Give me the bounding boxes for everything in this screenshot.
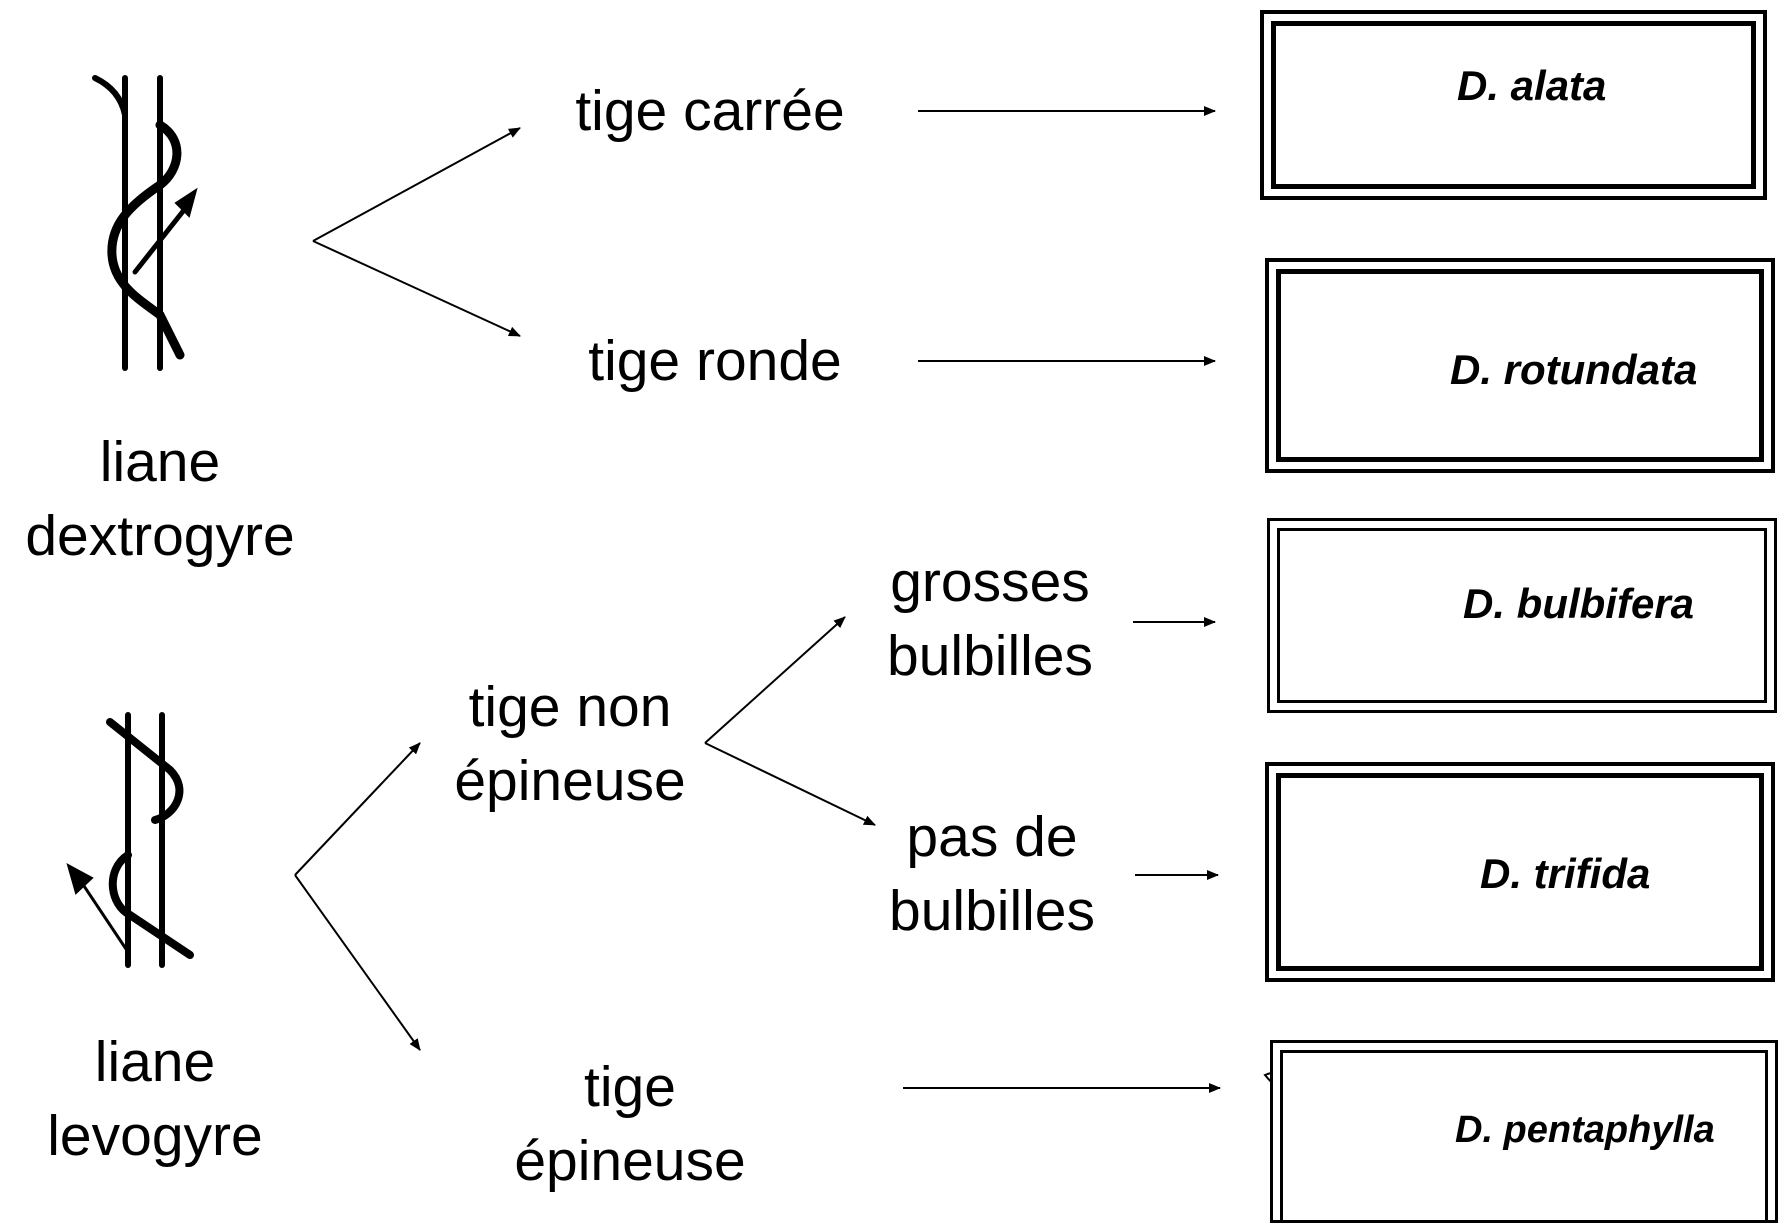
arrow-dextro-to-ronde <box>312 240 521 337</box>
pas-de-bulbilles-label: pas de bulbilles <box>889 805 1095 943</box>
species-box-bulbifera <box>1267 518 1777 713</box>
arrow-levo-to-epineuse <box>294 874 421 1051</box>
species-name-alata: D. alata <box>1457 62 1607 109</box>
species-name-rotundata: D. rotundata <box>1450 346 1698 393</box>
left-twining-vine-icon <box>66 712 194 968</box>
grosses-bulbilles-label: grosses bulbilles <box>887 550 1093 688</box>
liane-levogyre-label: liane levogyre <box>47 1030 263 1168</box>
arrow-levo-to-non-epineuse <box>294 742 421 876</box>
species-box-alata <box>1260 10 1767 200</box>
liane-dextrogyre-label: liane dextrogyre <box>25 430 295 568</box>
tige-epineuse-label: tige épineuse <box>514 1055 746 1193</box>
species-box-trifida <box>1265 762 1775 982</box>
arrow-non-epineuse-to-absentes <box>704 742 876 826</box>
arrow-dextro-to-carree <box>312 127 521 242</box>
species-name-pentaphylla: D. pentaphylla <box>1455 1109 1715 1151</box>
tige-ronde-label: tige ronde <box>588 329 842 393</box>
arrow-non-epineuse-to-grosses <box>704 616 846 744</box>
species-box-pentaphylla <box>1270 1040 1778 1223</box>
tige-non-epineuse-label: tige non épineuse <box>454 675 686 813</box>
species-name-bulbifera: D. bulbifera <box>1463 580 1695 627</box>
species-box-rotundata <box>1265 258 1775 473</box>
right-twining-vine-icon <box>92 75 198 371</box>
branch-arrows <box>294 106 1221 1093</box>
tige-carree-label: tige carrée <box>575 79 845 143</box>
species-name-trifida: D. trifida <box>1480 850 1651 897</box>
